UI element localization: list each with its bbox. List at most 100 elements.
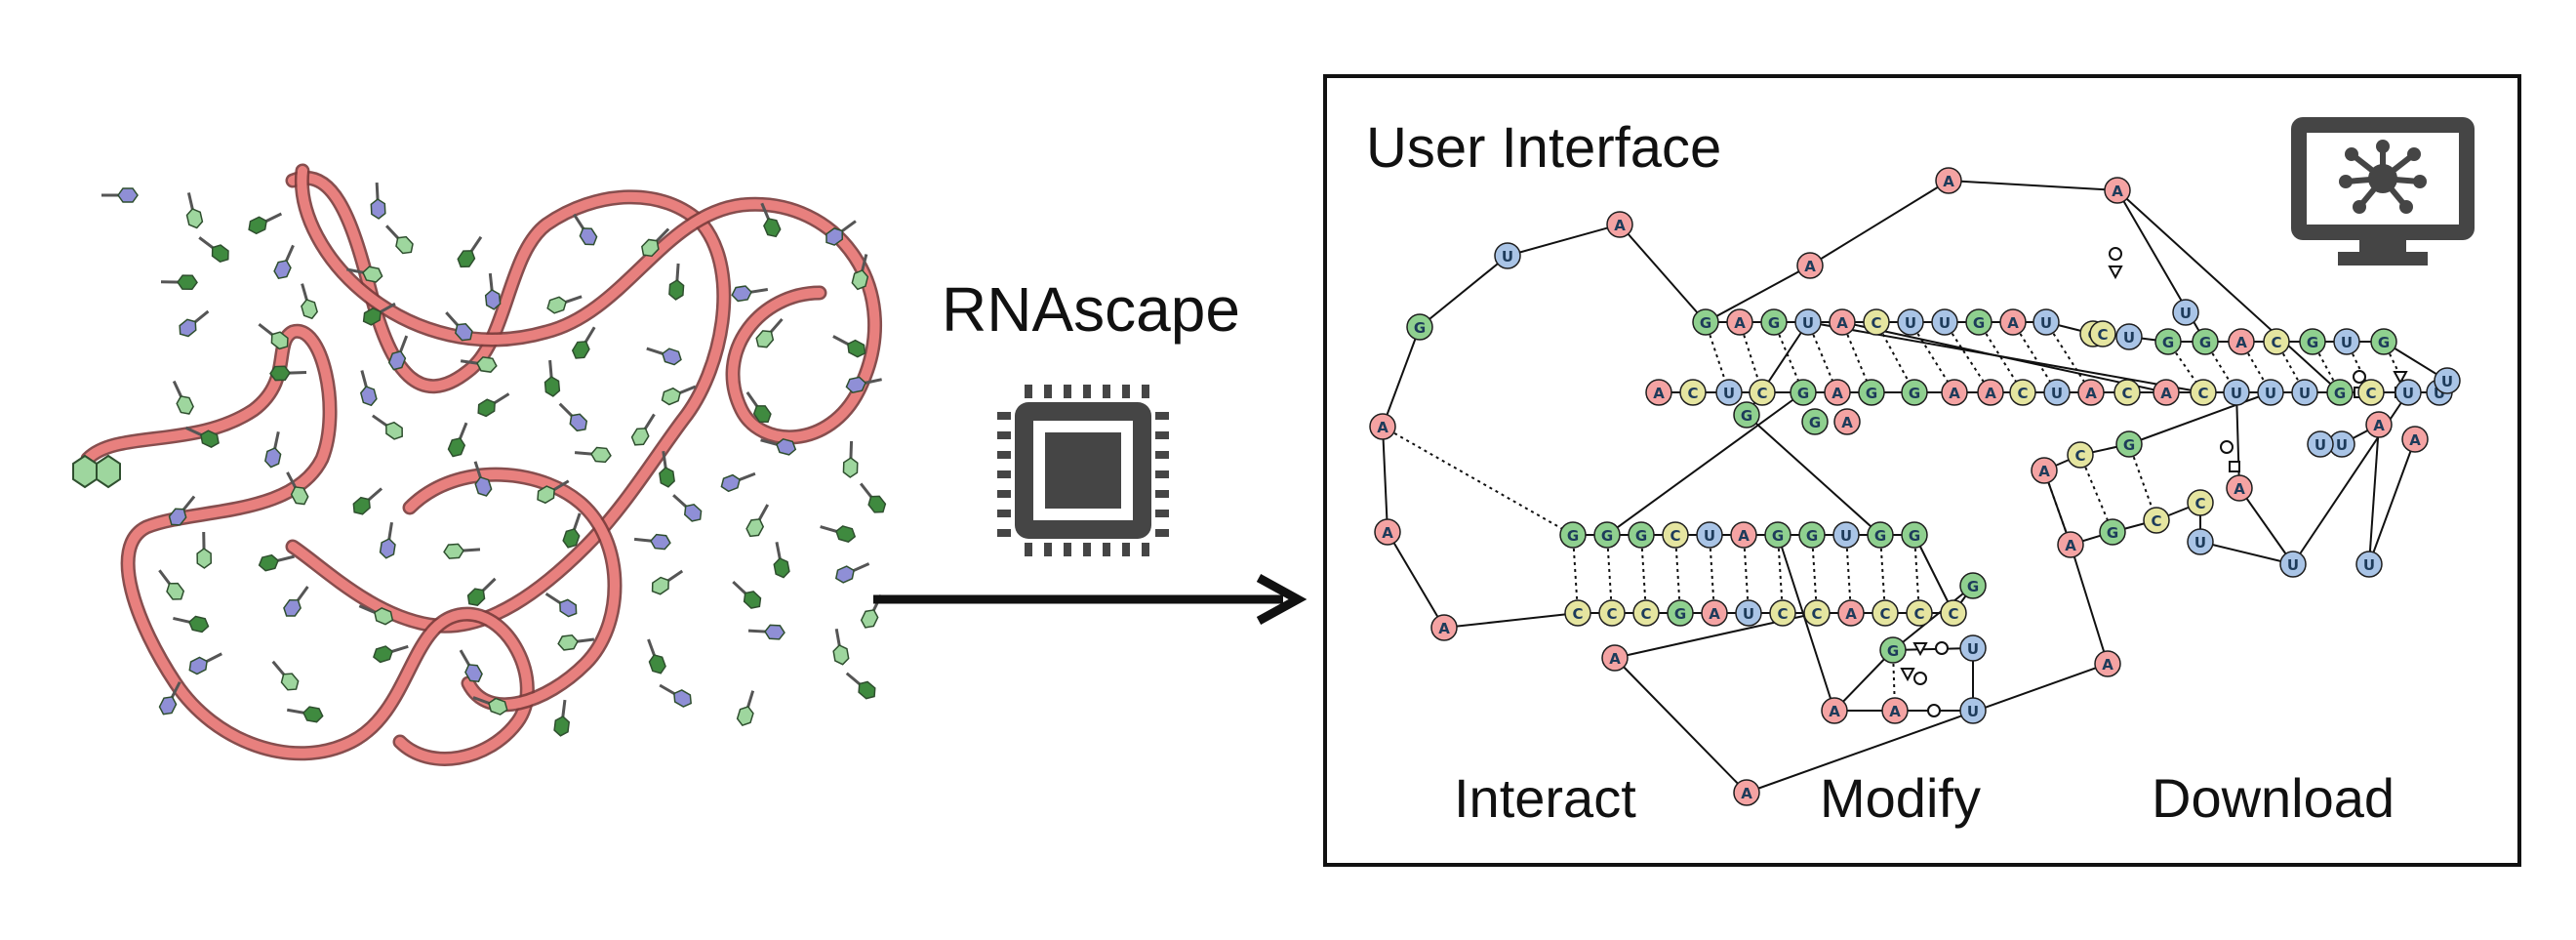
nucleotide-U[interactable]: U [1795, 309, 1821, 335]
nucleotide-A[interactable]: A [1834, 409, 1860, 434]
nucleotide-A[interactable]: A [2058, 532, 2083, 557]
nucleotide-C[interactable]: C [2191, 380, 2216, 405]
nucleotide-C[interactable]: C [2114, 380, 2140, 405]
nucleotide-G[interactable]: G [1594, 522, 1620, 548]
nucleotide-C[interactable]: C [1633, 600, 1659, 626]
nucleotide-U[interactable]: U [1716, 380, 1742, 405]
nucleotide-C[interactable]: C [1872, 600, 1898, 626]
nucleotide-A[interactable]: A [2227, 475, 2252, 501]
nucleotide-U[interactable]: U [2395, 380, 2421, 405]
nucleotide-C[interactable]: C [1599, 600, 1625, 626]
nucleotide-A[interactable]: A [1797, 253, 1823, 278]
nucleotide-U[interactable]: U [2356, 552, 2382, 577]
nucleotide-G[interactable]: G [1868, 522, 1893, 548]
nucleotide-U[interactable]: U [1960, 635, 1986, 661]
nucleotide-U[interactable]: U [2308, 431, 2333, 457]
nucleotide-G[interactable]: G [1802, 409, 1828, 434]
nucleotide-A[interactable]: A [1702, 600, 1727, 626]
nucleotide-C[interactable]: C [2188, 490, 2213, 515]
nucleotide-A[interactable]: A [1838, 600, 1864, 626]
nucleotide-G[interactable]: G [2193, 329, 2218, 354]
action-modify[interactable]: Modify [1820, 766, 1981, 830]
nucleotide-A[interactable]: A [1822, 698, 1847, 723]
nucleotide-A[interactable]: A [2105, 178, 2130, 203]
nucleotide-G[interactable]: G [2100, 519, 2125, 545]
nucleotide-A[interactable]: A [1942, 380, 1967, 405]
nucleotide-G[interactable]: G [1693, 309, 1718, 335]
nucleotide-A[interactable]: A [1370, 414, 1395, 439]
monitor-network-icon[interactable] [2291, 117, 2475, 266]
nucleotide-C[interactable]: C [2358, 380, 2384, 405]
nucleotide-A[interactable]: A [2153, 380, 2179, 405]
nucleotide-C[interactable]: C [1680, 380, 1706, 405]
nucleotide-C[interactable]: C [2144, 508, 2169, 533]
nucleotide-A[interactable]: A [2078, 380, 2104, 405]
action-interact[interactable]: Interact [1454, 766, 1636, 830]
nucleotide-G[interactable]: G [1734, 402, 1759, 428]
nucleotide-G[interactable]: G [1960, 573, 1986, 598]
nucleotide-G[interactable]: G [1902, 380, 1927, 405]
nucleotide-A[interactable]: A [2229, 329, 2254, 354]
nucleotide-U[interactable]: U [2334, 329, 2359, 354]
nucleotide-C[interactable]: C [2264, 329, 2289, 354]
nucleotide-U[interactable]: U [2044, 380, 2070, 405]
nucleotide-G[interactable]: G [1407, 314, 1432, 340]
nucleotide-G[interactable]: G [1765, 522, 1791, 548]
action-download[interactable]: Download [2152, 766, 2395, 830]
nucleotide-G[interactable]: G [1560, 522, 1586, 548]
nucleotide-U[interactable]: U [2033, 309, 2059, 335]
nucleotide-U[interactable]: U [1833, 522, 1859, 548]
nucleotide-A[interactable]: A [1731, 522, 1756, 548]
nucleotide-U[interactable]: U [1736, 600, 1761, 626]
nucleotide-C[interactable]: C [1770, 600, 1795, 626]
nucleotide-A[interactable]: A [1978, 380, 2003, 405]
nucleotide-A[interactable]: A [2366, 412, 2392, 437]
nucleotide-U[interactable]: U [1697, 522, 1722, 548]
nucleotide-A[interactable]: A [1727, 309, 1752, 335]
nucleotide-U[interactable]: U [2224, 380, 2249, 405]
nucleotide-G[interactable]: G [1629, 522, 1654, 548]
nucleotide-A[interactable]: A [2095, 651, 2120, 676]
nucleotide-U[interactable]: U [2292, 380, 2317, 405]
nucleotide-A[interactable]: A [1882, 698, 1908, 723]
nucleotide-C[interactable]: C [1750, 380, 1775, 405]
nucleotide-A[interactable]: A [1602, 645, 1628, 671]
nucleotide-G[interactable]: G [2327, 380, 2353, 405]
nucleotide-U[interactable]: U [1960, 698, 1986, 723]
nucleotide-G[interactable]: G [1791, 380, 1816, 405]
nucleotide-G[interactable]: G [2155, 329, 2181, 354]
nucleotide-G[interactable]: G [2300, 329, 2325, 354]
nucleotide-A[interactable]: A [1825, 380, 1850, 405]
nucleotide-C[interactable]: C [1907, 600, 1932, 626]
nucleotide-G[interactable]: G [1902, 522, 1927, 548]
nucleotide-A[interactable]: A [1936, 168, 1961, 193]
nucleotide-C[interactable]: C [1941, 600, 1966, 626]
nucleotide-G[interactable]: G [1799, 522, 1825, 548]
nucleotide-U[interactable]: U [2173, 300, 2198, 325]
nucleotide-G[interactable]: G [1859, 380, 1884, 405]
nucleotide-A[interactable]: A [1607, 212, 1632, 237]
nucleotide-A[interactable]: A [1646, 380, 1671, 405]
nucleotide-G[interactable]: G [2371, 329, 2396, 354]
nucleotide-A[interactable]: A [2032, 458, 2057, 483]
nucleotide-A[interactable]: A [1375, 519, 1400, 545]
nucleotide-C[interactable]: C [2068, 442, 2093, 468]
nucleotide-C[interactable]: C [1804, 600, 1830, 626]
nucleotide-G[interactable]: G [1966, 309, 1992, 335]
nucleotide-G[interactable]: G [1880, 637, 1906, 663]
nucleotide-U[interactable]: U [2188, 529, 2213, 554]
nucleotide-A[interactable]: A [1431, 615, 1457, 640]
nucleotide-U[interactable]: U [1898, 309, 1923, 335]
nucleotide-C[interactable]: C [1663, 522, 1688, 548]
nucleotide-U[interactable]: U [1932, 309, 1957, 335]
nucleotide-A[interactable]: A [1830, 309, 1855, 335]
nucleotide-U[interactable]: U [2116, 324, 2142, 349]
nucleotide-C[interactable]: C [2010, 380, 2035, 405]
nucleotide-C[interactable]: C [1864, 309, 1889, 335]
nucleotide-U[interactable]: U [2435, 368, 2460, 393]
nucleotide-G[interactable]: G [1668, 600, 1693, 626]
nucleotide-C[interactable]: C [2090, 321, 2115, 347]
nucleotide-G[interactable]: G [1761, 309, 1787, 335]
nucleotide-U[interactable]: U [2280, 552, 2306, 577]
nucleotide-G[interactable]: G [2116, 431, 2142, 457]
